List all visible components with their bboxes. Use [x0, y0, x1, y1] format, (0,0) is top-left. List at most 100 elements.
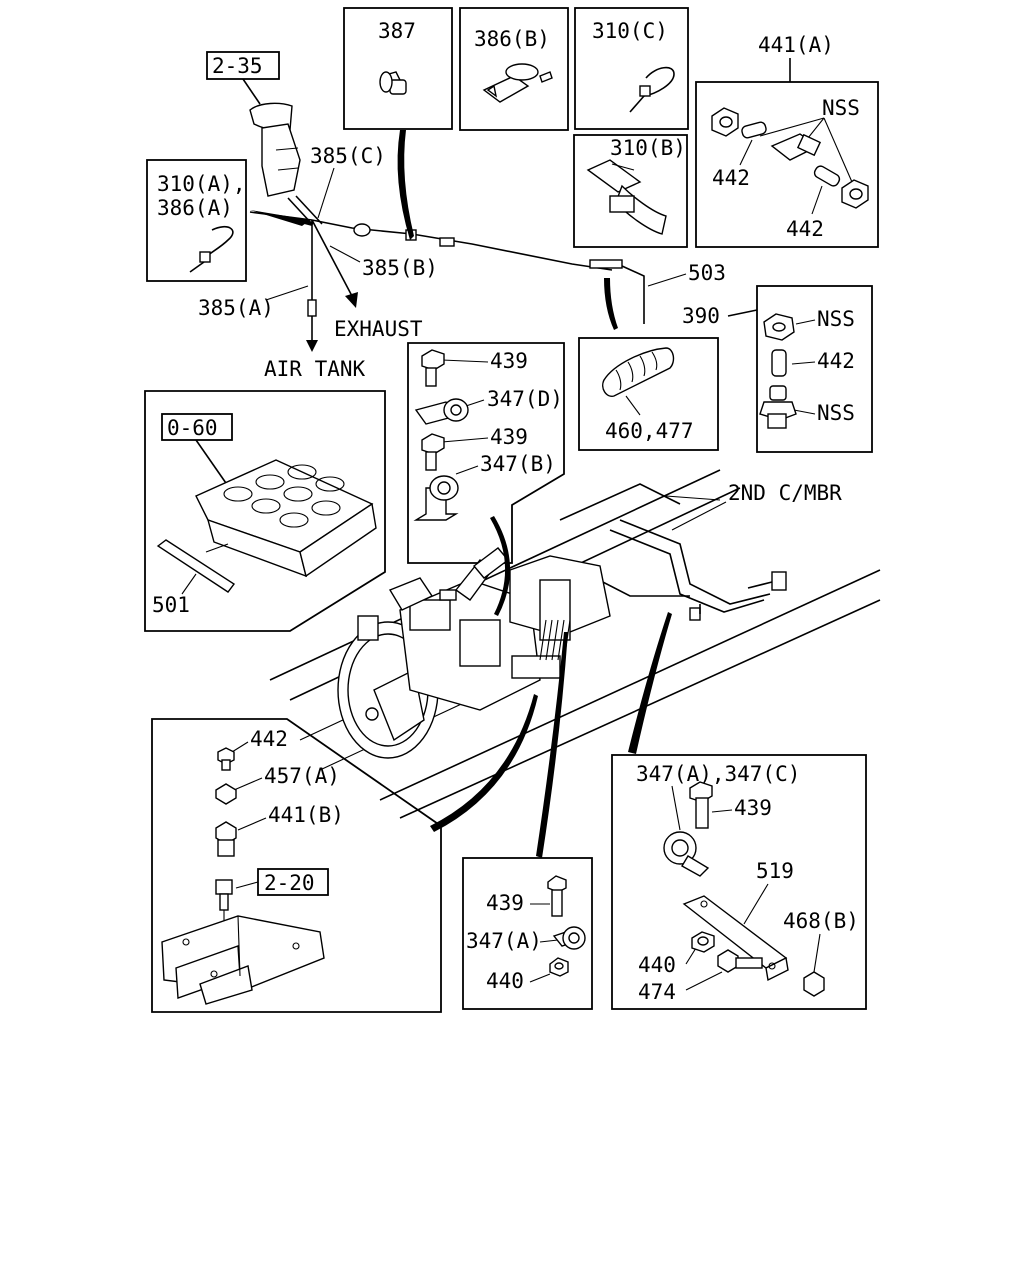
shift-lever	[249, 102, 323, 225]
tie-310a-icon	[189, 225, 234, 273]
label-501: 501	[152, 593, 190, 617]
box-439-347a-440: 439 347(A) 440	[462, 857, 593, 1010]
label-442-c: 442	[817, 349, 855, 373]
sleeve-390-icon	[771, 349, 787, 377]
bolt-439-d-icon	[547, 875, 567, 917]
label-442-d: 442	[250, 727, 288, 751]
strip-501-icon	[156, 539, 236, 593]
label-347d: 347(D)	[487, 387, 563, 411]
bolt-439-c-icon	[689, 781, 713, 829]
leader-503	[604, 278, 618, 330]
connector-441b-icon	[215, 821, 237, 857]
gasket-icon	[195, 459, 377, 578]
box-390: 390 NSS 442 NSS	[682, 285, 873, 453]
box-0-60: 0-60 501	[144, 390, 386, 632]
box-460-477: 460,477	[578, 337, 719, 451]
plug-387-icon	[379, 71, 407, 95]
connector-390-icon	[759, 385, 797, 429]
leader-347	[490, 516, 511, 616]
leader-bottom-mid	[536, 632, 568, 858]
nut-468b-icon	[803, 971, 825, 997]
label-310b: 310(B)	[610, 136, 686, 160]
label-nss-2: NSS	[817, 307, 855, 331]
label-440-b: 440	[486, 969, 524, 993]
label-2nd-cmbr: 2ND C/MBR	[728, 481, 842, 505]
clamp-347b-icon	[413, 475, 459, 521]
label-347a-347c: 347(A),347(C)	[636, 762, 800, 786]
label-nss-3: NSS	[817, 401, 855, 425]
box-386b: 386(B)	[459, 7, 569, 131]
label-385b: 385(B)	[362, 256, 438, 280]
label-439-d: 439	[486, 891, 524, 915]
label-385c: 385(C)	[310, 144, 386, 168]
label-439-b: 439	[490, 425, 528, 449]
label-air-tank: AIR TANK	[264, 357, 366, 381]
bolt-474-icon	[717, 949, 763, 973]
nut-441a-icon	[711, 107, 739, 137]
air-tank-arrow-icon	[306, 340, 318, 352]
box-441a: 441(A) NSS 442 442	[695, 33, 879, 248]
nut-441a-2-icon	[841, 179, 869, 209]
ref-2-20-text: 2-20	[264, 871, 315, 895]
clamp-310b-icon	[586, 159, 667, 235]
sleeve-441a-2-icon	[813, 165, 841, 187]
label-385a: 385(A)	[198, 296, 274, 320]
leader-bottom-right	[628, 612, 672, 754]
bolt-439-b-icon	[421, 433, 445, 471]
box-439-347: 439 347(D) 439 347(B)	[407, 342, 565, 564]
clip-386b-icon	[482, 63, 553, 103]
label-468b: 468(B)	[783, 909, 859, 933]
label-347a: 347(A)	[466, 929, 542, 953]
label-457a: 457(A)	[264, 764, 340, 788]
sleeve-441a-icon	[741, 121, 767, 139]
label-440-a: 440	[638, 953, 676, 977]
label-442-b: 442	[786, 217, 824, 241]
leader-387	[397, 130, 414, 240]
connector-441a-icon	[770, 133, 822, 161]
label-310a: 310(A),	[157, 172, 246, 196]
ref-2-35: 2-35	[206, 51, 280, 105]
box-387: 387	[343, 7, 453, 130]
exhaust-arrow-icon	[345, 292, 358, 308]
label-exhaust: EXHAUST	[334, 317, 423, 341]
nut-457a-icon	[215, 783, 237, 805]
box-441b: 442 457(A) 441(B) 2-20	[151, 718, 442, 1013]
ref-0-60-text: 0-60	[167, 416, 218, 440]
boot-460-icon	[602, 347, 675, 397]
nut-440-a-icon	[691, 931, 715, 953]
label-347b: 347(B)	[480, 452, 556, 476]
box-310a-386a: 310(A), 386(A)	[146, 159, 247, 282]
label-nss-1: NSS	[822, 96, 860, 120]
clip-347d-icon	[414, 398, 469, 425]
label-386a: 386(A)	[157, 196, 233, 220]
label-439-a: 439	[490, 349, 528, 373]
label-503: 503	[688, 261, 726, 285]
label-439-c: 439	[734, 796, 772, 820]
sleeve-442-icon	[217, 747, 235, 771]
bracket-519-icon	[682, 895, 789, 982]
control-cables	[249, 210, 645, 340]
bolt-439-a-icon	[421, 349, 445, 387]
label-386b: 386(B)	[474, 27, 550, 51]
label-474: 474	[638, 980, 676, 1004]
bracket-icon	[161, 915, 325, 1005]
nut-440-b-icon	[549, 957, 569, 977]
label-390: 390	[682, 304, 720, 328]
box-310c: 310(C)	[574, 7, 689, 130]
label-441b: 441(B)	[268, 803, 344, 827]
label-441a: 441(A)	[758, 33, 834, 57]
label-310c: 310(C)	[592, 19, 668, 43]
tie-310c-icon	[629, 66, 675, 113]
label-519: 519	[756, 859, 794, 883]
label-442-a: 442	[712, 166, 750, 190]
clip-347a-icon	[552, 926, 586, 950]
leader-310a	[250, 210, 314, 226]
clip-347ac-icon	[663, 831, 710, 877]
ref-2-35-text: 2-35	[212, 54, 263, 78]
box-310b: 310(B)	[573, 134, 688, 248]
label-387: 387	[378, 19, 416, 43]
label-460-477: 460,477	[605, 419, 694, 443]
nut-390-icon	[763, 313, 795, 341]
box-519: 347(A),347(C) 439 519 468(B) 440 474	[611, 754, 867, 1010]
